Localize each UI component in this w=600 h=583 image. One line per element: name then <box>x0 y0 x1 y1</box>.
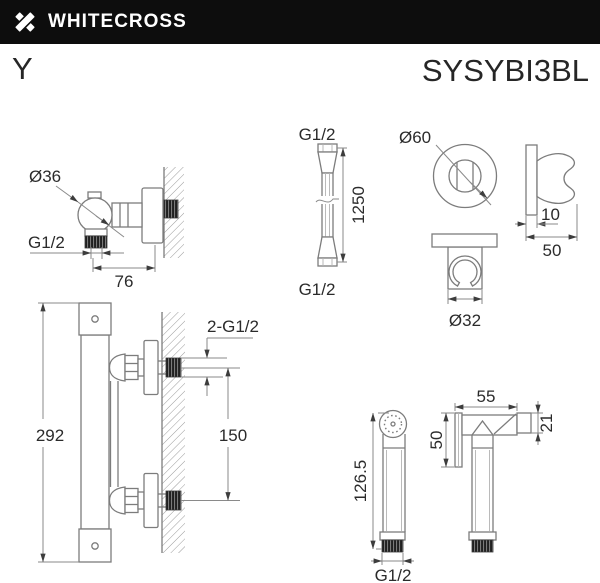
hose-tube <box>321 172 334 238</box>
elbow-offset-label: 76 <box>115 272 134 291</box>
elbow-diameter-label: Ø36 <box>29 167 61 186</box>
sprayer-front-drawing: 126.5 G1/2 <box>351 409 414 583</box>
shower-bar-drawing: 292 2-G1/2 150 <box>36 302 259 563</box>
elbow-pipe <box>111 202 143 228</box>
sprayer-side-thread <box>471 539 494 553</box>
hose-drawing: G1/2 G1/2 1250 <box>299 125 368 299</box>
holder-clip-diameter-label: Ø32 <box>449 311 481 330</box>
sprayer-length-label: 126.5 <box>351 460 370 503</box>
hose-length-label: 1250 <box>349 186 368 224</box>
holder-bottom-drawing: Ø32 <box>431 233 498 330</box>
holder-side-drawing: 10 50 <box>515 144 578 260</box>
bar-top-cap <box>78 302 112 336</box>
bar-spacing-label: 150 <box>219 426 247 445</box>
elbow-flange <box>141 187 164 244</box>
wall-hatch <box>162 312 185 553</box>
sprayer-thread-label: G1/2 <box>375 566 412 583</box>
sprayer-nozzle <box>516 412 532 434</box>
sprayer-side-drawing: 55 50 21 <box>427 387 556 553</box>
wall-elbow-drawing: Ø36 G1/2 76 <box>28 167 184 291</box>
holder-depth-label: 50 <box>543 241 562 260</box>
holder-hook-profile <box>536 153 576 204</box>
sprayer-head <box>378 409 408 439</box>
brand-name: WHITECROSS <box>48 11 187 32</box>
bar-bottom-cap <box>78 528 112 563</box>
sprayer-arm <box>461 414 518 436</box>
header-bar: WHITECROSS <box>0 0 600 44</box>
product-code: SYSYBI3BL <box>421 53 589 88</box>
holder-diameter-label: Ø60 <box>399 128 431 147</box>
sprayer-width-label: 55 <box>477 387 496 406</box>
bar-body <box>80 334 110 530</box>
bar-connections-label: 2-G1/2 <box>207 317 259 336</box>
hose-thread-bottom-label: G1/2 <box>299 280 336 299</box>
hose-thread-top-label: G1/2 <box>299 125 336 144</box>
elbow-outlet-thread <box>84 235 108 249</box>
sprayer-thread <box>381 539 404 553</box>
series-label: Y <box>12 51 33 86</box>
holder-wall-plate <box>525 144 538 216</box>
holder-front-drawing: Ø60 <box>399 128 498 209</box>
holder-plate-bottom <box>431 233 498 248</box>
sprayer-bracket-height-label: 50 <box>427 431 446 450</box>
whitecross-x-logo-icon <box>13 10 37 34</box>
holder-plate-thickness-label: 10 <box>541 205 560 224</box>
elbow-thread-label: G1/2 <box>28 233 65 252</box>
holder-clip-ring <box>448 255 482 287</box>
elbow-wall-thread <box>163 199 179 219</box>
sprayer-nozzle-height-label: 21 <box>537 414 556 433</box>
bar-height-label: 292 <box>36 426 64 445</box>
